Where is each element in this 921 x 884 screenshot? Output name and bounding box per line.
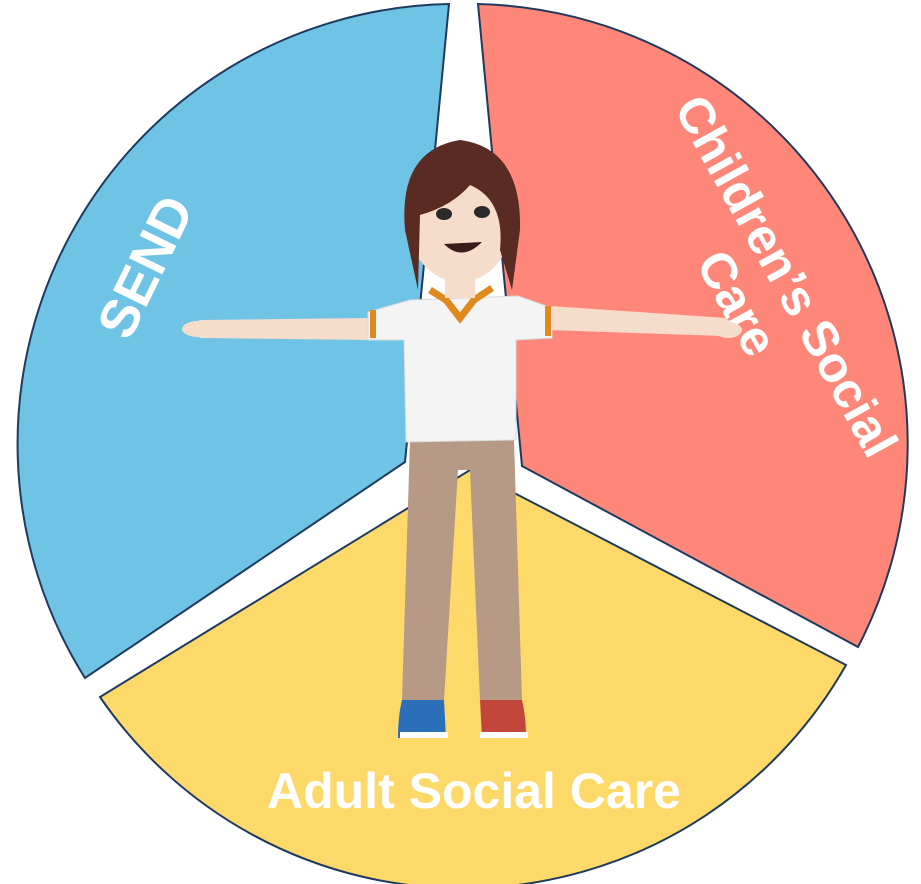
avatar-figure — [182, 140, 742, 738]
send-segment — [16, 2, 451, 680]
adult-social-care-segment — [98, 468, 848, 884]
adult-social-care-label: Adult Social Care — [267, 763, 681, 819]
